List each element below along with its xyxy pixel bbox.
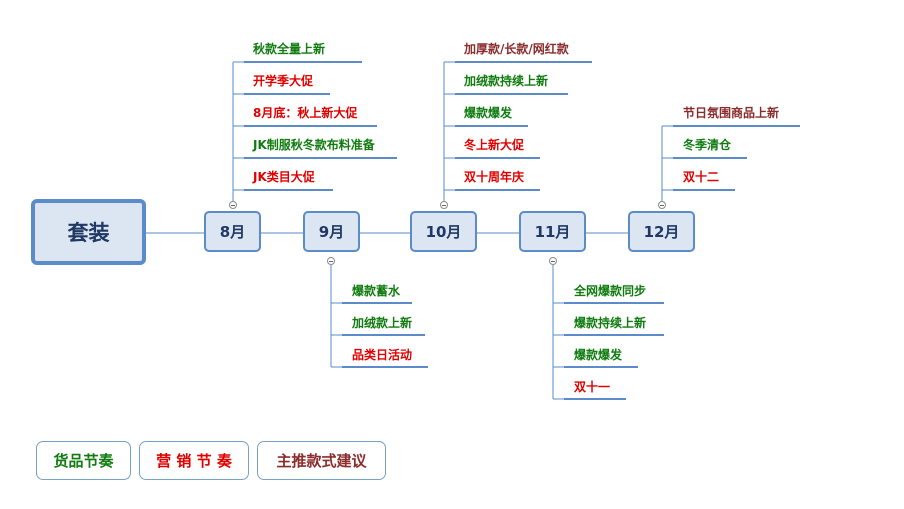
collapse-toggle-icon[interactable] (440, 201, 448, 209)
legend-marketing-rhythm[interactable]: 营 销 节 奏 (139, 441, 249, 480)
topic-item[interactable]: 爆款爆发 (464, 106, 513, 120)
collapse-toggle-icon[interactable] (229, 201, 237, 209)
month-label: 11月 (534, 223, 571, 241)
root-label: 套装 (67, 221, 110, 245)
month-label: 12月 (643, 223, 680, 241)
legend-label: 营 销 节 奏 (156, 452, 232, 470)
topic-item[interactable]: 8月底：秋上新大促 (253, 106, 358, 120)
topic-item[interactable]: 爆款持续上新 (574, 316, 647, 330)
month-node-nov[interactable]: 11月 (519, 211, 586, 252)
month-node-aug[interactable]: 8月 (204, 211, 261, 252)
legend-label: 货品节奏 (53, 452, 114, 470)
month-node-oct[interactable]: 10月 (410, 211, 477, 252)
topic-item[interactable]: 秋款全量上新 (253, 42, 326, 56)
month-label: 10月 (425, 223, 462, 241)
legend-recommended-styles[interactable]: 主推款式建议 (257, 441, 386, 480)
topic-item[interactable]: 开学季大促 (253, 74, 314, 88)
collapse-toggle-icon[interactable] (549, 257, 557, 265)
topic-item[interactable]: 冬季清仓 (683, 138, 732, 152)
month-node-dec[interactable]: 12月 (628, 211, 695, 252)
topic-item[interactable]: 双十二 (683, 170, 720, 184)
legend-product-rhythm[interactable]: 货品节奏 (36, 441, 131, 480)
topic-item[interactable]: JK类目大促 (253, 170, 315, 184)
topic-item[interactable]: 双十周年庆 (464, 170, 525, 184)
month-label: 9月 (318, 223, 345, 241)
topic-item[interactable]: 冬上新大促 (464, 138, 525, 152)
month-label: 8月 (219, 223, 246, 241)
collapse-toggle-icon[interactable] (327, 257, 335, 265)
topic-item[interactable]: 全网爆款同步 (574, 284, 647, 298)
topic-item[interactable]: 加绒款持续上新 (464, 74, 549, 88)
collapse-toggle-icon[interactable] (658, 201, 666, 209)
legend-label: 主推款式建议 (276, 452, 367, 470)
month-node-sep[interactable]: 9月 (303, 211, 360, 252)
topic-item[interactable]: 品类日活动 (352, 348, 413, 362)
topic-item[interactable]: JK制服秋冬款布料准备 (253, 138, 375, 152)
topic-item[interactable]: 爆款爆发 (574, 348, 623, 362)
topic-item[interactable]: 爆款蓄水 (352, 284, 401, 298)
root-node[interactable]: 套装 (31, 199, 146, 265)
topic-item[interactable]: 节日氛围商品上新 (683, 106, 780, 120)
topic-item[interactable]: 双十一 (574, 380, 611, 394)
topic-item[interactable]: 加厚款/长款/网红款 (464, 42, 569, 56)
topic-item[interactable]: 加绒款上新 (352, 316, 413, 330)
